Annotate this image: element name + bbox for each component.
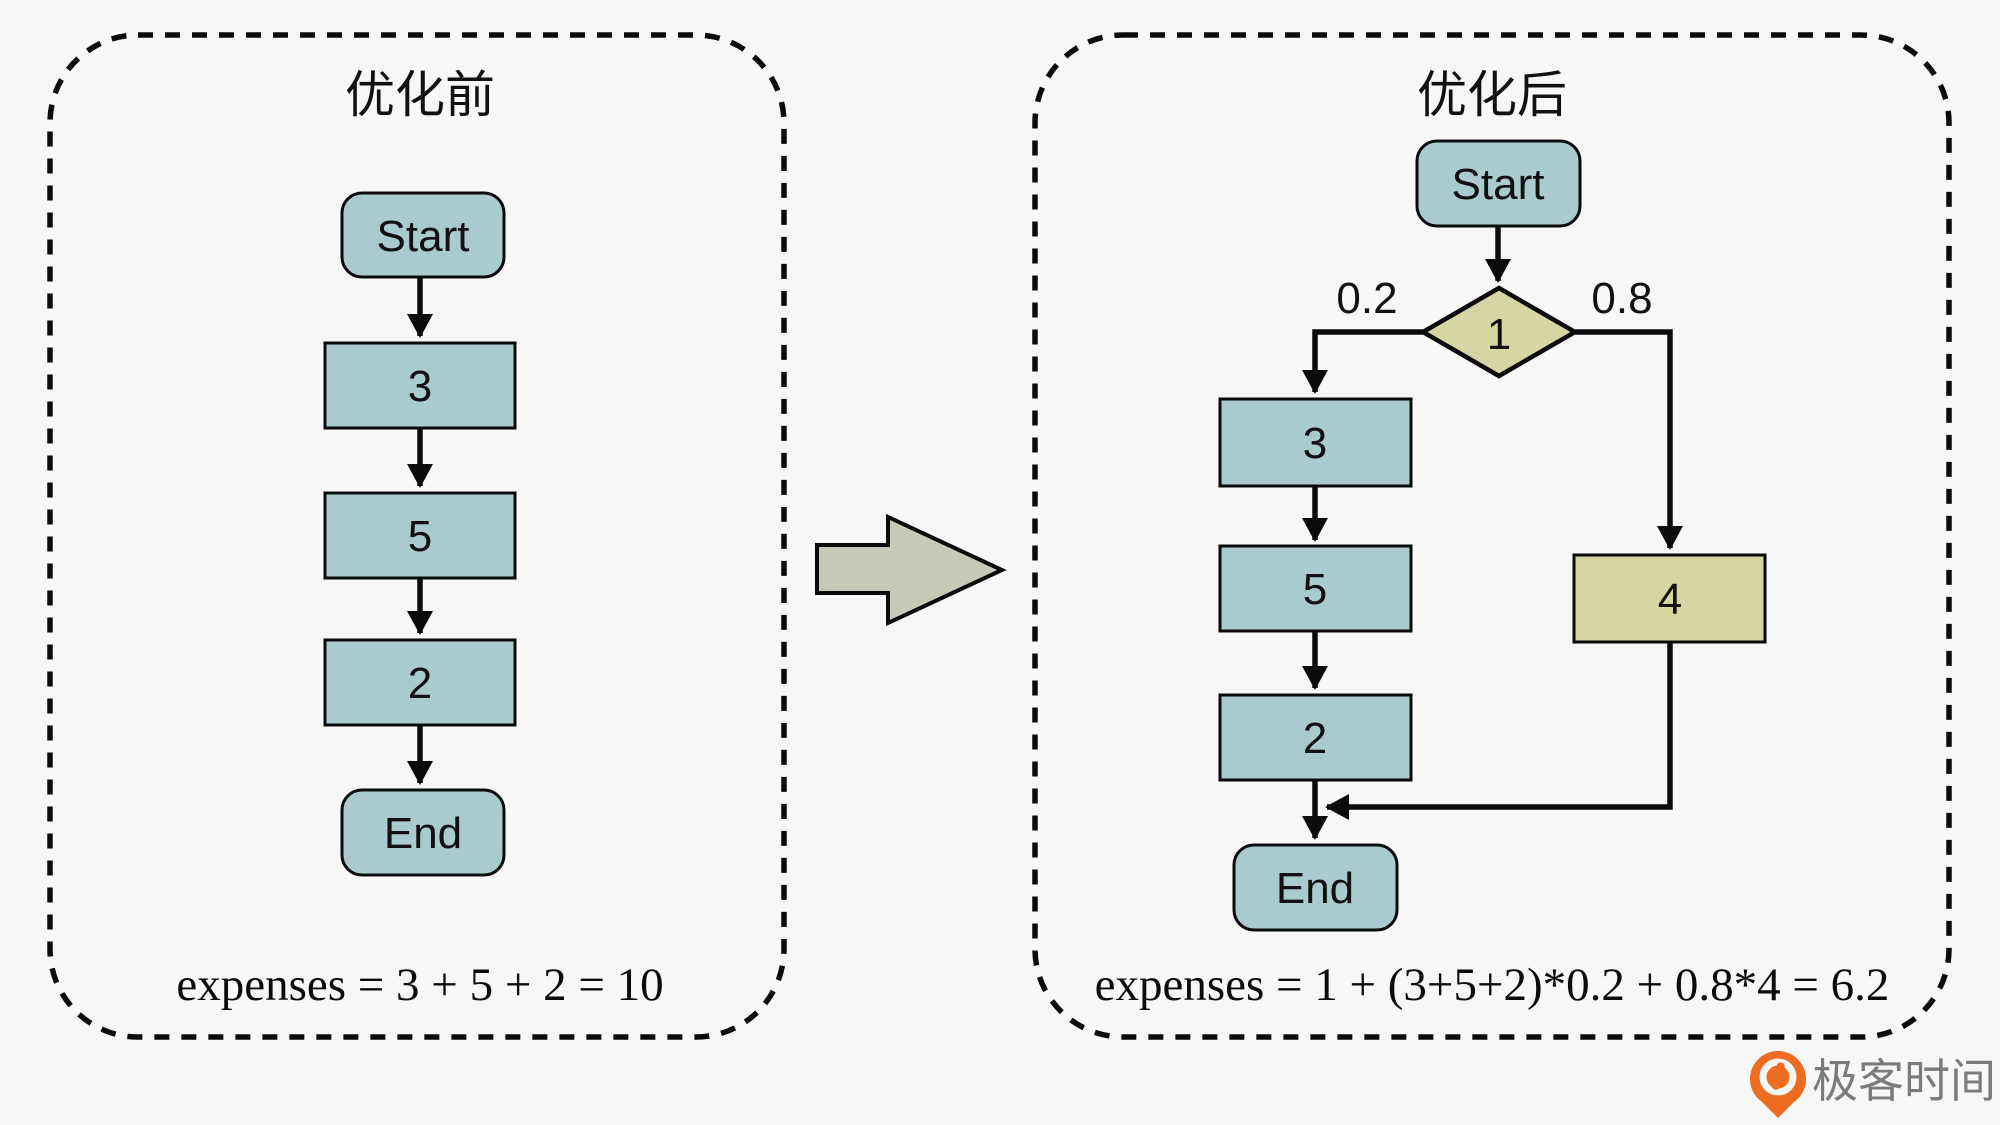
branch-label-right: 0.8 (1591, 274, 1652, 323)
node-before-step-2-label: 2 (408, 659, 432, 708)
node-after-step-3-shape (1218, 397, 1413, 488)
node-after-end-shape (1232, 843, 1399, 932)
node-after-step-4-shape (1572, 553, 1767, 644)
edge-after-decision-to-3 (1302, 329, 1423, 394)
geektime-logo: 极客时间 (1750, 1051, 1996, 1118)
panel-before-border (47, 32, 787, 1040)
node-after-start-label: Start (1452, 160, 1545, 209)
node-after-start-shape (1415, 139, 1582, 228)
node-after-start: Start (1415, 139, 1582, 228)
node-before-step-3-shape (323, 341, 517, 430)
geektime-logo-text: 极客时间 (1812, 1055, 1996, 1107)
node-before-step-2-shape (323, 638, 517, 727)
node-after-decision-label: 1 (1487, 310, 1511, 359)
node-after-end: End (1232, 843, 1399, 932)
node-after-step-2-label: 2 (1303, 714, 1327, 763)
node-before-start-shape (340, 191, 506, 279)
node-after-step-3-label: 3 (1303, 419, 1327, 468)
node-after-step-4: 4 (1572, 553, 1767, 644)
node-before-start: Start (340, 191, 506, 279)
edge-after-4-merge (1325, 642, 1673, 820)
node-before-end: End (340, 788, 506, 877)
node-after-step-2: 2 (1218, 693, 1413, 782)
node-before-step-3-label: 3 (408, 362, 432, 411)
node-after-decision: 1 (1418, 285, 1580, 379)
node-after-step-2-shape (1218, 693, 1413, 782)
formula-before: expenses = 3 + 5 + 2 = 10 (176, 959, 663, 1011)
node-after-step-3: 3 (1218, 397, 1413, 488)
panel-after-title: 优化后 (1417, 67, 1567, 123)
panel-before-title: 优化前 (345, 67, 495, 123)
panel-after: 优化后 0.2 0.8 Start 1 3 5 2 (1032, 32, 1952, 1040)
node-before-step-5-shape (323, 491, 517, 580)
node-after-step-4-label: 4 (1658, 575, 1682, 624)
node-after-step-5-label: 5 (1303, 565, 1327, 614)
node-before-step-5: 5 (323, 491, 517, 580)
branch-label-left: 0.2 (1336, 274, 1397, 323)
node-after-step-5: 5 (1218, 544, 1413, 633)
node-before-step-3: 3 (323, 341, 517, 430)
formula-after: expenses = 1 + (3+5+2)*0.2 + 0.8*4 = 6.2 (1095, 959, 1890, 1011)
node-before-step-5-label: 5 (408, 512, 432, 561)
node-after-end-label: End (1276, 864, 1354, 913)
node-before-start-label: Start (377, 212, 470, 261)
edge-after-decision-to-4 (1575, 329, 1683, 550)
panel-before: 优化前 Start 3 5 2 End expenses = 3 + 5 + 2… (47, 32, 787, 1040)
transition-arrow-icon (815, 513, 1007, 627)
node-after-step-5-shape (1218, 544, 1413, 633)
node-before-end-label: End (384, 809, 462, 858)
node-after-decision-shape (1418, 285, 1580, 379)
geektime-logo-icon (1750, 1051, 1806, 1118)
node-before-end-shape (340, 788, 506, 877)
node-before-step-2: 2 (323, 638, 517, 727)
